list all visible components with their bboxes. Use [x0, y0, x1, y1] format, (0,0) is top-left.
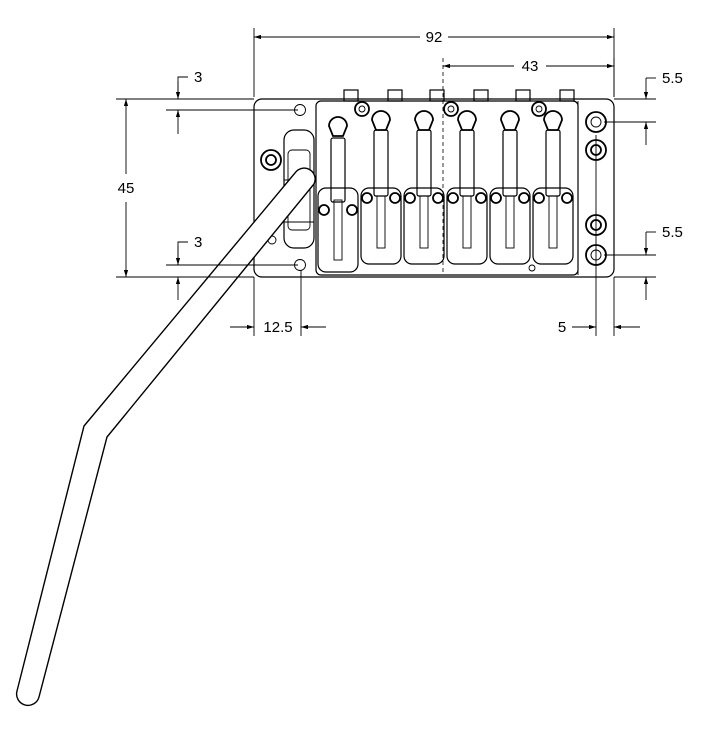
dim-top-offset-left: 3 [166, 69, 298, 134]
baseplate [253, 98, 615, 278]
dim-bottom-offset-left-label: 3 [194, 234, 202, 251]
dim-right-offset-label: 5 [558, 319, 566, 336]
dim-bottom-offset-left: 3 [166, 234, 298, 300]
dim-overall-width-label: 92 [426, 29, 443, 46]
dim-height-label: 45 [118, 180, 135, 197]
dim-right-offset: 5 [558, 135, 640, 336]
dim-left-offset: 12.5 [230, 270, 326, 336]
dim-top-offset-right-label: 5.5 [662, 70, 683, 87]
saddle-1 [317, 116, 359, 273]
saddle-6 [532, 110, 574, 265]
dim-bottom-offset-right: 5.5 [604, 224, 683, 300]
dim-overall-width: 92 [253, 28, 615, 97]
dim-top-offset-right: 5.5 [604, 70, 683, 145]
dim-bottom-offset-right-label: 5.5 [662, 224, 683, 241]
dim-top-offset-left-label: 3 [194, 69, 202, 86]
plate-screws [354, 101, 547, 272]
dim-saddle-spacing: 43 [443, 58, 615, 97]
dim-height: 45 [116, 98, 254, 278]
dim-saddle-spacing-label: 43 [522, 58, 539, 75]
saddle-2 [360, 110, 402, 265]
dim-left-offset-label: 12.5 [263, 319, 292, 336]
tremolo-arm [15, 167, 316, 707]
saddle-3 [403, 110, 445, 265]
saddles [317, 110, 574, 273]
intonation-screws [343, 89, 575, 102]
saddle-5 [489, 110, 531, 265]
saddle-4 [446, 110, 488, 265]
